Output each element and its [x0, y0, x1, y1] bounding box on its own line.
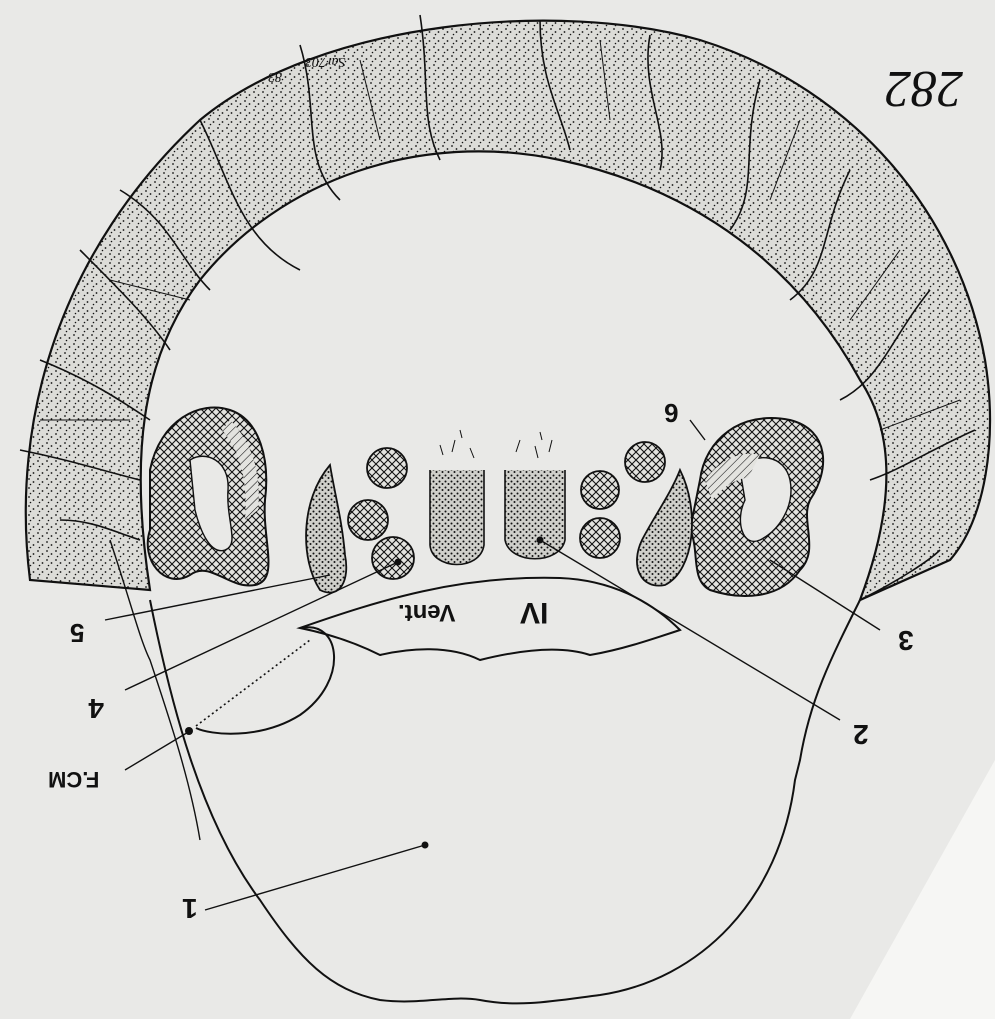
label-2: 2	[853, 719, 869, 750]
point-1	[422, 842, 429, 849]
label-3: 3	[898, 625, 914, 656]
point-4	[395, 559, 402, 566]
label-1: 1	[182, 893, 198, 924]
corner-note: Sar703	[305, 54, 345, 69]
page-number: 282	[885, 60, 963, 117]
corner-number: 83	[268, 69, 282, 84]
label-vent-numeral: IV	[520, 596, 548, 629]
label-5: 5	[70, 618, 84, 648]
label-4: 4	[88, 693, 104, 724]
label-fcm: F.CM	[48, 767, 99, 792]
label-6: 6	[664, 398, 678, 428]
central-nucleus-right	[505, 470, 565, 559]
point-2	[537, 537, 544, 544]
left-hatched-nucleus	[148, 408, 269, 586]
central-nucleus-left	[430, 470, 484, 565]
label-vent-word: Vent.	[398, 599, 455, 626]
